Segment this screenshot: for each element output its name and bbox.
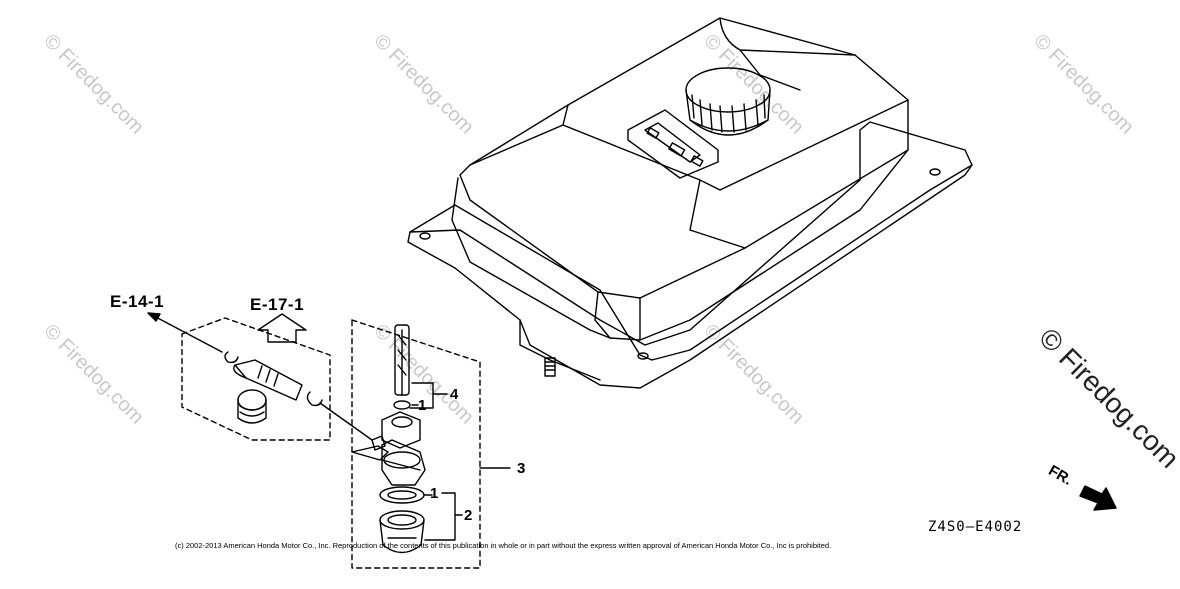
- tank-top: [459, 17, 909, 299]
- o-ring: [393, 400, 411, 410]
- fuel-cap: [685, 67, 771, 136]
- mounting-hole: [637, 352, 649, 360]
- fuel-cock-assembly: [351, 319, 511, 569]
- callout-2: 2: [464, 507, 473, 524]
- callout-1-o-ring: 1: [418, 397, 427, 414]
- front-arrow-icon: [1079, 485, 1117, 511]
- fuel-cup: [379, 510, 425, 554]
- drain-stud: [544, 357, 556, 377]
- cock-nut: [381, 411, 421, 449]
- fuel-tank: [407, 17, 973, 389]
- cock-lever: [351, 445, 389, 461]
- hose-group: [147, 312, 373, 441]
- diagram-code: Z4S0—E4002: [928, 519, 1023, 535]
- reference-e14[interactable]: E-14-1: [110, 292, 165, 311]
- mounting-hole: [419, 232, 431, 240]
- grommet: [237, 389, 267, 424]
- tank-flange: [409, 121, 973, 361]
- up-arrow-icon: [257, 313, 307, 343]
- fuel-hose: [234, 359, 303, 401]
- mounting-hole: [929, 168, 941, 176]
- hose-clip: [224, 351, 239, 364]
- callout-4: 4: [450, 386, 459, 403]
- fuel-gauge: [627, 109, 719, 179]
- reference-e17[interactable]: E-17-1: [250, 295, 305, 314]
- copyright-notice: (c) 2002-2013 American Honda Motor Co., …: [175, 541, 832, 550]
- fuel-strainer: [394, 324, 410, 396]
- callout-1-gasket: 1: [430, 485, 439, 502]
- fuel-cock-body: [351, 435, 426, 486]
- callout-3: 3: [517, 460, 526, 477]
- gasket: [379, 486, 425, 504]
